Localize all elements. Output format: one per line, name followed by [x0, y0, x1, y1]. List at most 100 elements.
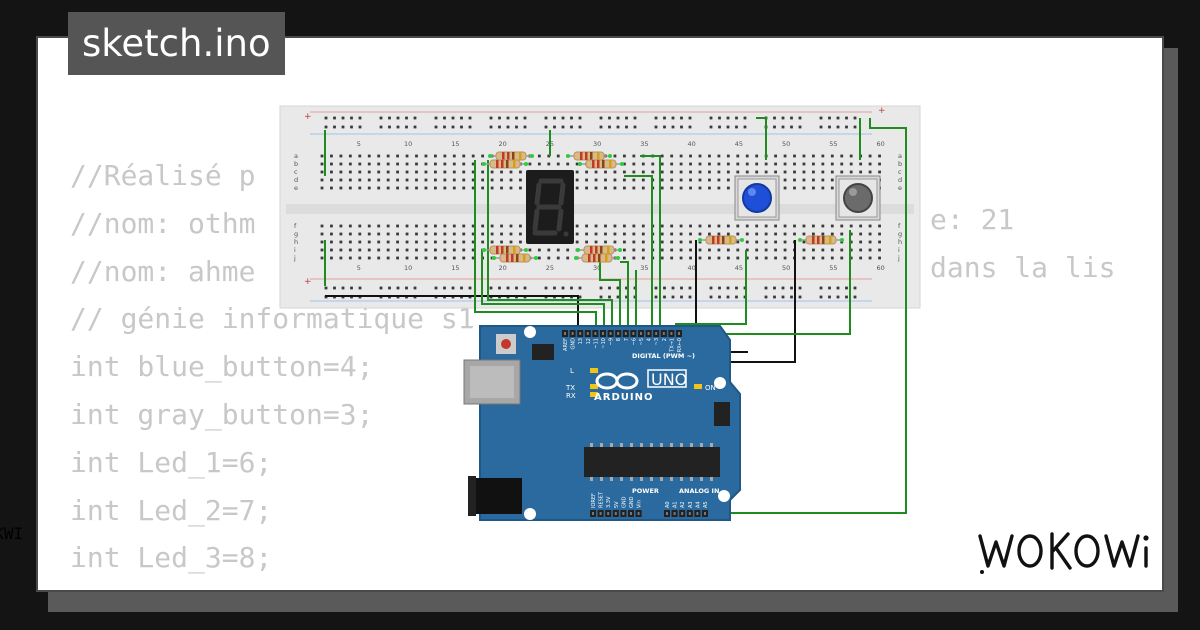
pin-label: A4: [695, 501, 701, 508]
column-number: 45: [735, 264, 743, 272]
resistor: [566, 151, 612, 161]
resistor: [576, 245, 622, 255]
breadboard-labels: 5510101515202025253030353540404545505055…: [293, 140, 902, 272]
code-overflow-1: e: 21: [930, 203, 1014, 236]
row-letter: a: [898, 152, 902, 160]
row-letter: f: [898, 222, 901, 230]
wire-black-gnd: [325, 295, 579, 330]
column-number: 50: [782, 264, 790, 272]
column-number: 35: [640, 264, 648, 272]
column-number: 5: [357, 264, 361, 272]
pin-label: AREF: [563, 338, 569, 351]
code-line: int blue_button=4;: [70, 350, 374, 384]
pin-label: A3: [688, 501, 694, 508]
pin-label: GND: [571, 338, 577, 350]
pin-label: ~10: [601, 338, 607, 349]
column-number: 45: [735, 140, 743, 148]
pin-label: 7: [624, 338, 630, 341]
code-overflow-2: dans la lis: [930, 251, 1115, 284]
column-number: 60: [877, 140, 885, 148]
column-number: 40: [688, 140, 696, 148]
pin-label: A1: [673, 501, 679, 508]
wire-green-13: [722, 118, 907, 514]
code-line: int Led_1=6;: [70, 445, 273, 479]
pin-label: GND: [629, 496, 635, 508]
gray-button[interactable]: [835, 175, 881, 221]
pin-label: 3.3V: [606, 496, 612, 508]
arduino-logo-icon: [595, 372, 639, 390]
pin-label: 4: [647, 338, 653, 341]
row-letter: a: [294, 152, 298, 160]
pin-label: 13: [578, 338, 584, 344]
pin-label: ~6: [631, 338, 637, 345]
row-letter: b: [898, 160, 902, 168]
wire-green-2: [481, 250, 605, 330]
column-number: 30: [593, 264, 601, 272]
column-number: 25: [546, 264, 554, 272]
wire-green-8: [624, 175, 653, 330]
row-letter: d: [898, 176, 902, 184]
pin-label: 12: [586, 338, 592, 344]
pin-label: RESET: [599, 491, 605, 508]
pin-label: IOREF: [591, 493, 597, 508]
resistor: [578, 159, 624, 169]
code-line: //nom: ahme: [70, 254, 256, 288]
digital-label: DIGITAL (PWM ~): [632, 352, 695, 360]
row-letter: h: [294, 238, 298, 246]
row-letter: h: [898, 238, 902, 246]
seven-segment-display: [526, 170, 574, 244]
wire-green-1: [474, 160, 597, 330]
row-letter: g: [898, 230, 902, 238]
column-number: 20: [499, 140, 507, 148]
analog-label: ANALOG IN: [679, 487, 719, 495]
wire-green-4: [599, 260, 621, 330]
code-line: //Réalisé p: [70, 159, 256, 192]
row-letter: g: [294, 230, 298, 238]
file-tab[interactable]: sketch.ino: [68, 12, 285, 75]
power-label: POWER: [632, 487, 659, 495]
code-editor: //Réalisé p//nom: othm//nom: ahme// géni…: [70, 152, 1134, 590]
column-number: 15: [451, 140, 459, 148]
l-led-label: L: [570, 367, 574, 375]
pin-label: ~9: [609, 338, 615, 345]
resistor: [798, 235, 844, 245]
rail-plus-top: +: [304, 112, 312, 122]
code-line: int Led_4=9;: [70, 582, 1134, 590]
resistor: [574, 253, 620, 263]
resistor: [492, 253, 538, 263]
row-letter: j: [897, 254, 900, 262]
blue-button[interactable]: [734, 175, 780, 221]
column-number: 10: [404, 140, 412, 148]
tx-label: TX: [565, 384, 575, 392]
column-number: 5: [357, 140, 361, 148]
wire-green-11: [756, 117, 767, 160]
code-line: int Led_2=7;: [70, 493, 273, 527]
column-number: 10: [404, 264, 412, 272]
rail-plus-bottom: +: [304, 277, 312, 287]
row-letter: e: [898, 184, 902, 192]
resistor: [488, 151, 534, 161]
column-number: 50: [782, 140, 790, 148]
on-label: ON: [705, 384, 716, 392]
row-letter: j: [293, 254, 296, 262]
pin-label: GND: [621, 496, 627, 508]
resistors: [482, 151, 844, 263]
arduino-brand: ARDUINO: [594, 392, 653, 403]
pin-label: 2: [662, 338, 668, 341]
row-letter: f: [294, 222, 297, 230]
pin-label: A2: [680, 501, 686, 508]
column-number: 40: [688, 264, 696, 272]
column-number: 15: [451, 264, 459, 272]
wire-green-5: [620, 261, 629, 330]
pin-label: ~5: [639, 338, 645, 345]
column-number: 60: [877, 264, 885, 272]
pin-label: 8: [616, 338, 622, 341]
resistor: [482, 245, 528, 255]
column-number: 55: [829, 140, 837, 148]
column-number: 20: [499, 264, 507, 272]
